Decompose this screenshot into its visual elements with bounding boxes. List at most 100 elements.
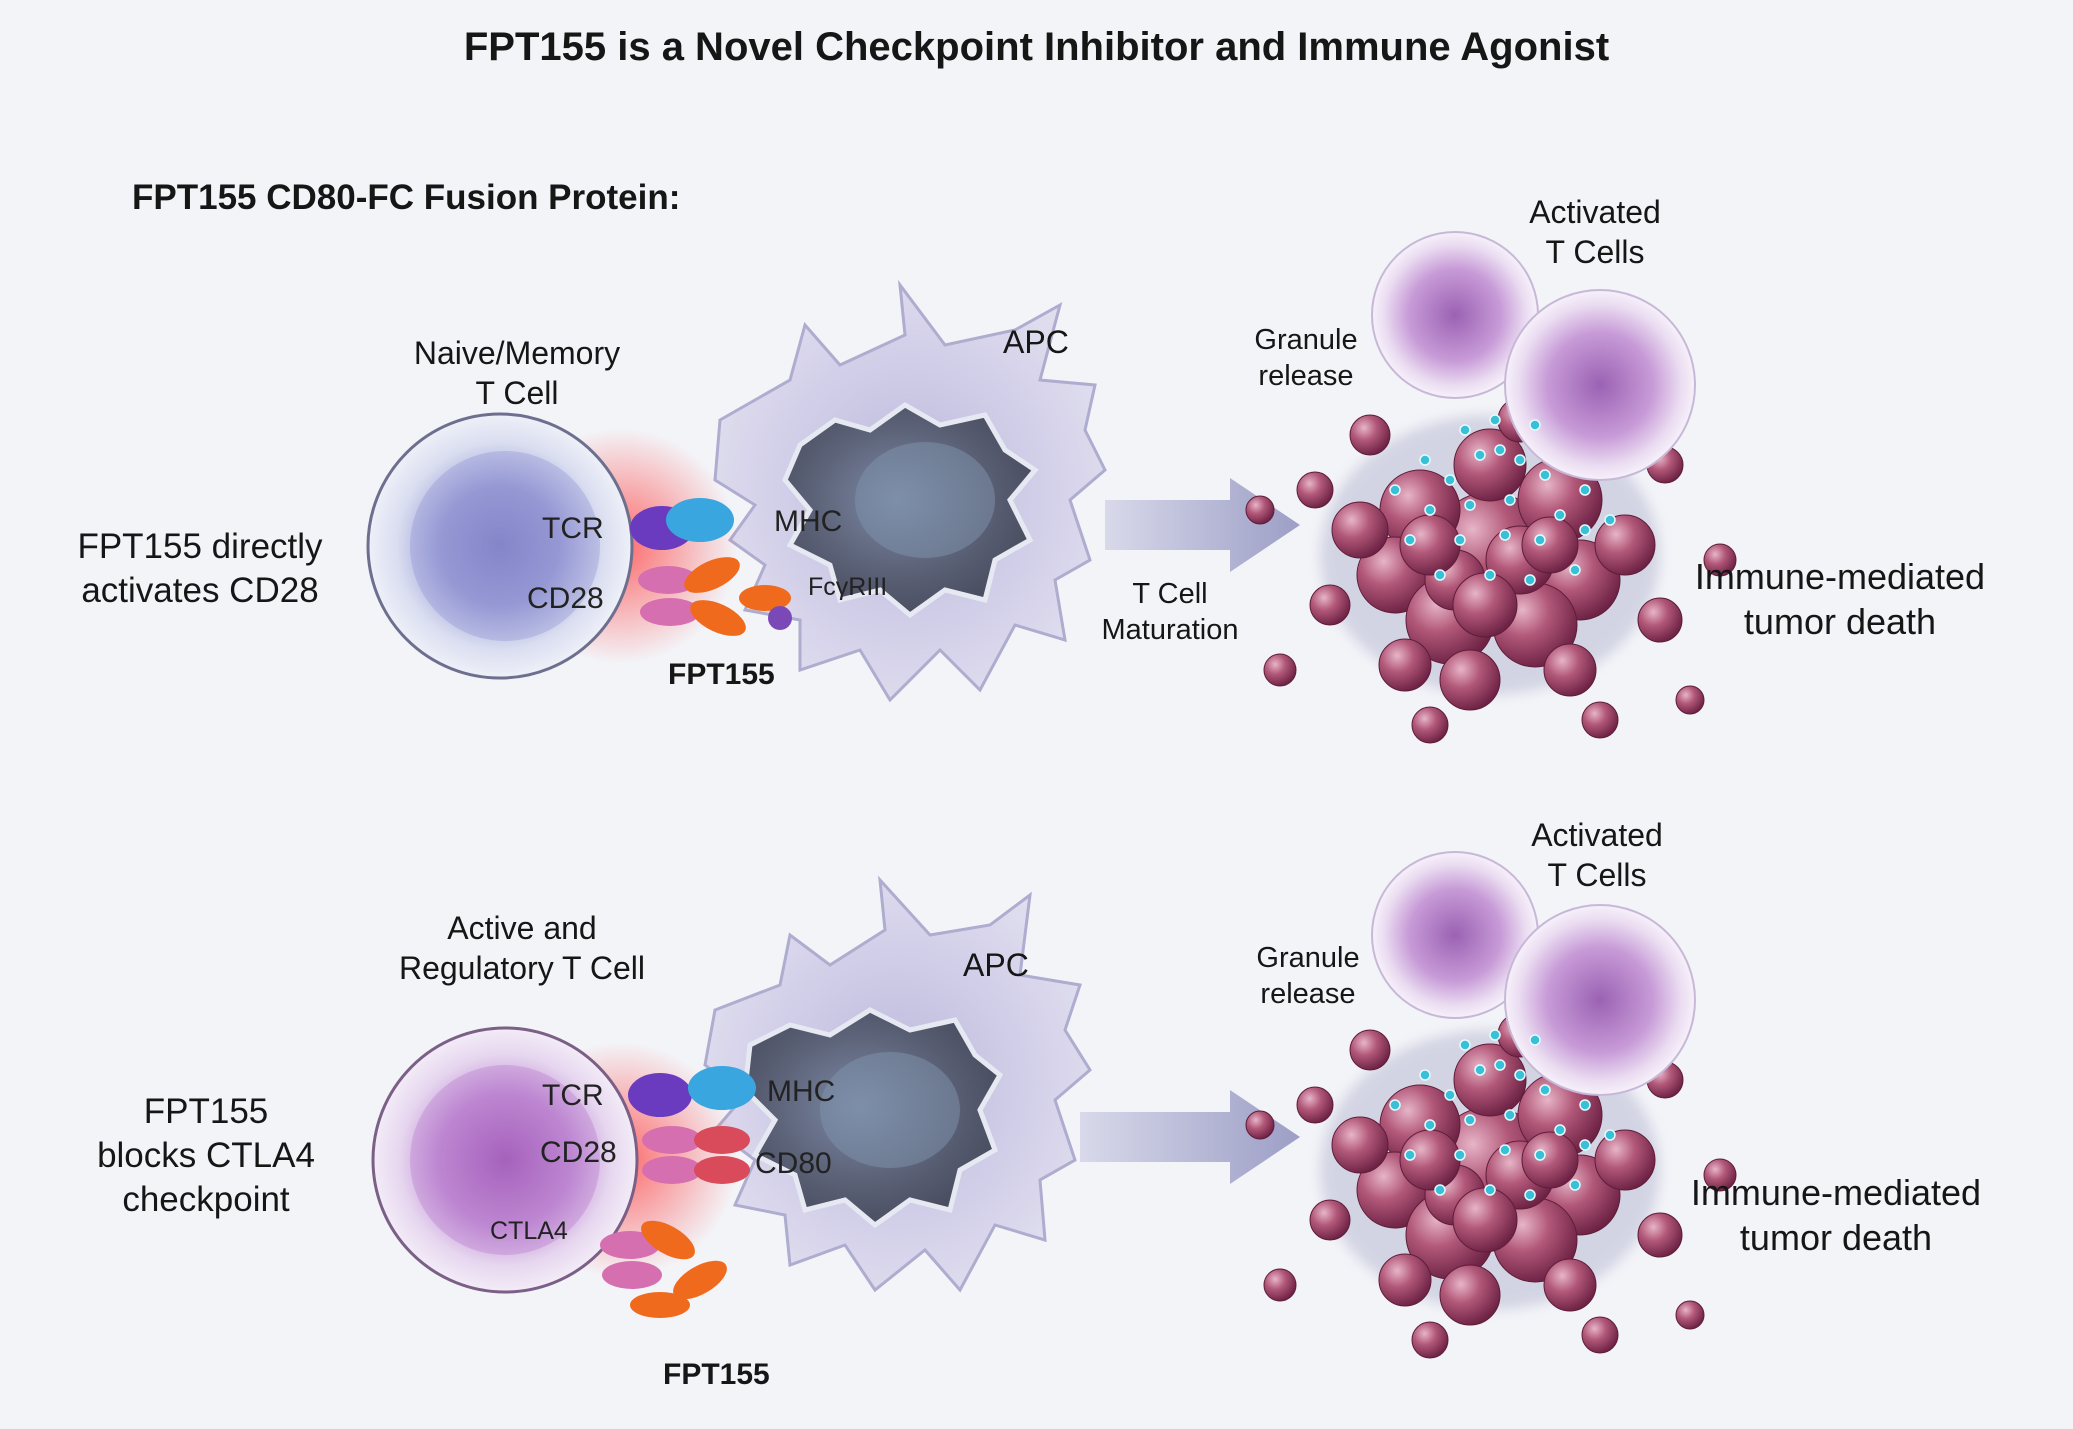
tumor-sphere xyxy=(1309,584,1351,626)
granule-dot xyxy=(1424,504,1436,516)
panel-1-cd28-label: CD28 xyxy=(527,582,604,615)
granule-dot xyxy=(1494,444,1506,456)
tumor-sphere xyxy=(1637,1212,1683,1258)
panel-2-apc-label: APC xyxy=(963,947,1029,983)
tumor-sphere xyxy=(1263,1268,1297,1302)
receptor-complex xyxy=(630,498,792,636)
panel-2-granule-label: Granule release xyxy=(1256,942,1360,1011)
tumor-sphere xyxy=(1637,597,1683,643)
page-title: FPT155 is a Novel Checkpoint Inhibitor a… xyxy=(463,25,1610,69)
tumor-sphere xyxy=(1378,1253,1432,1307)
tumor-sphere xyxy=(1349,414,1391,456)
tumor-sphere xyxy=(1411,706,1449,744)
panel-1-mhc-label: MHC xyxy=(774,505,843,538)
granule-dots xyxy=(1389,414,1616,586)
granule-dot xyxy=(1484,1184,1496,1196)
panel-1-granule-label: Granule release xyxy=(1254,324,1358,393)
panel-2-t-cell-label: Active and Regulatory T Cell xyxy=(398,910,646,986)
tumor-sphere xyxy=(1543,1258,1597,1312)
granule-dot xyxy=(1474,449,1486,461)
granule-dot xyxy=(1464,1114,1476,1126)
granule-dot xyxy=(1604,1129,1616,1141)
tumor-sphere xyxy=(1331,1116,1389,1174)
panel-1-illustration xyxy=(366,231,1737,744)
tumor-sphere xyxy=(1594,1129,1656,1191)
granule-dot xyxy=(1419,1069,1431,1081)
granule-dot xyxy=(1459,424,1471,436)
tumor-sphere xyxy=(1296,471,1334,509)
panel-2-ctla4-label: CTLA4 xyxy=(490,1217,568,1245)
granule-dot xyxy=(1489,414,1501,426)
tumor-sphere xyxy=(1296,1086,1334,1124)
granule-dot xyxy=(1454,1149,1466,1161)
granule-dot xyxy=(1404,534,1416,546)
granule-dot xyxy=(1424,1119,1436,1131)
panel-1-description: FPT155 directly activates CD28 xyxy=(77,527,323,610)
activated-t-cells-icon xyxy=(1371,231,1696,481)
tumor-sphere xyxy=(1703,1158,1737,1192)
granule-dot xyxy=(1489,1029,1501,1041)
granule-dot xyxy=(1404,1149,1416,1161)
panel-1-apc-label: APC xyxy=(1003,324,1069,360)
granule-dot xyxy=(1464,499,1476,511)
tumor-sphere xyxy=(1439,1264,1501,1326)
tumor-sphere xyxy=(1703,543,1737,577)
granule-dot xyxy=(1444,474,1456,486)
tumor-sphere xyxy=(1521,516,1579,574)
apc-cell-icon xyxy=(703,875,1092,1293)
granule-dot xyxy=(1539,469,1551,481)
tumor-sphere xyxy=(1331,501,1389,559)
panel-2-outcome-label: Immune-mediated tumor death xyxy=(1690,1172,1982,1258)
granule-dot xyxy=(1579,524,1591,536)
granule-dot xyxy=(1604,514,1616,526)
tumor-sphere xyxy=(1453,1043,1527,1117)
granule-dot xyxy=(1529,419,1541,431)
granule-dot xyxy=(1434,569,1446,581)
right-arrow-icon xyxy=(1105,478,1300,572)
granule-dot xyxy=(1534,534,1546,546)
tumor-sphere xyxy=(1263,653,1297,687)
panel-2-cd80-label: CD80 xyxy=(755,1147,832,1180)
receptor-complex xyxy=(600,1066,756,1318)
granule-dot xyxy=(1579,1099,1591,1111)
granule-dot xyxy=(1539,1084,1551,1096)
tumor-sphere xyxy=(1349,1029,1391,1071)
panel-2-mhc-label: MHC xyxy=(767,1075,836,1108)
panel-1-fpt155-label: FPT155 xyxy=(668,658,775,691)
panel-1-arrow-label: T Cell Maturation xyxy=(1101,578,1239,647)
tumor-sphere xyxy=(1675,1300,1705,1330)
diagram-subtitle: FPT155 CD80-FC Fusion Protein: xyxy=(132,178,681,217)
granule-dot xyxy=(1454,534,1466,546)
tumor-sphere xyxy=(1543,643,1597,697)
granule-dot xyxy=(1419,454,1431,466)
panel-1-tcr-label: TCR xyxy=(542,512,604,545)
panel-2-description: FPT155 blocks CTLA4 checkpoint xyxy=(97,1092,315,1219)
granule-dot xyxy=(1569,1179,1581,1191)
granule-dot xyxy=(1389,484,1401,496)
granule-dot xyxy=(1389,1099,1401,1111)
granule-dot xyxy=(1554,509,1566,521)
granule-dot xyxy=(1474,1064,1486,1076)
tumor-sphere xyxy=(1309,1199,1351,1241)
right-arrow-icon xyxy=(1080,1090,1300,1184)
tumor-sphere xyxy=(1245,1110,1275,1140)
panel-1-fcgriii-label: FcγRIII xyxy=(808,573,888,601)
granule-dot xyxy=(1524,1189,1536,1201)
granule-dots xyxy=(1389,1029,1616,1201)
granule-dot xyxy=(1434,1184,1446,1196)
granule-dot xyxy=(1499,1144,1511,1156)
tumor-sphere xyxy=(1581,701,1619,739)
tumor-sphere xyxy=(1378,638,1432,692)
tumor-sphere xyxy=(1453,428,1527,502)
tumor-sphere xyxy=(1411,1321,1449,1359)
granule-dot xyxy=(1554,1124,1566,1136)
panel-2-fpt155-label: FPT155 xyxy=(663,1358,770,1391)
tumor-sphere xyxy=(1581,1316,1619,1354)
tumor-cluster-icon xyxy=(1245,397,1737,744)
panel-2-cd28-label: CD28 xyxy=(540,1136,617,1169)
granule-dot xyxy=(1569,564,1581,576)
tumor-sphere xyxy=(1439,649,1501,711)
granule-dot xyxy=(1579,1139,1591,1151)
panel-1-activated-label: Activated T Cells xyxy=(1529,194,1661,270)
activated-t-cells-icon xyxy=(1371,851,1696,1096)
